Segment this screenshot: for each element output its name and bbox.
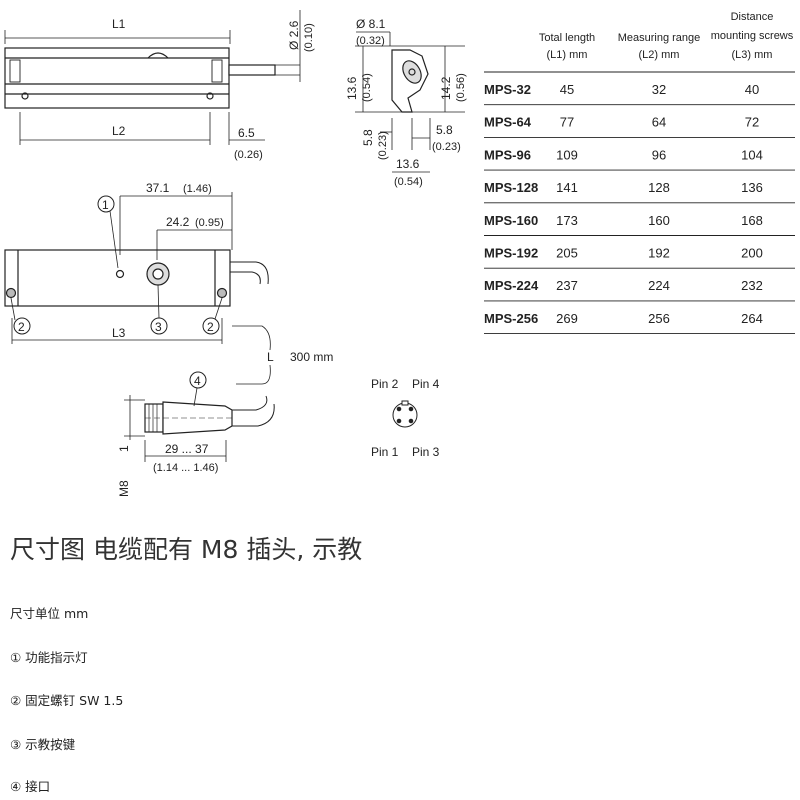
table-cell-l3: 40 — [745, 82, 759, 97]
legend-unit: 尺寸单位 mm — [10, 606, 89, 621]
m8-connector-view — [124, 395, 275, 462]
table-cell-model: MPS-192 — [484, 246, 538, 261]
dim-58a: 5.8 — [361, 129, 375, 146]
legend-item-fixing-screw: ② 固定螺钉 SW 1.5 — [10, 693, 124, 708]
table-cell-l3: 264 — [741, 311, 763, 326]
table-cell-l3: 168 — [741, 213, 763, 228]
dim-242: 24.2 — [166, 215, 190, 229]
table-header-l2-line1: Measuring range — [618, 32, 701, 44]
table-header-l3-line2: mounting screws — [711, 30, 794, 42]
dim-65-in: (0.26) — [234, 149, 263, 161]
dim-65: 6.5 — [238, 126, 255, 140]
dim-connector-length-in: (1.14 ... 1.46) — [153, 462, 218, 474]
dim-58b: 5.8 — [436, 123, 453, 137]
table-cell-l1: 141 — [556, 180, 578, 195]
table-cell-l1: 45 — [560, 82, 574, 97]
dim-242-in: (0.95) — [195, 217, 224, 229]
table-cell-l2: 160 — [648, 213, 670, 228]
dim-cable-len: 300 mm — [290, 350, 333, 364]
table-cell-l3: 136 — [741, 180, 763, 195]
table-cell-l2: 32 — [652, 82, 666, 97]
table-cell-l3: 232 — [741, 278, 763, 293]
table-cell-l1: 205 — [556, 246, 578, 261]
table-cell-l2: 128 — [648, 180, 670, 195]
table-cell-model: MPS-256 — [484, 311, 538, 326]
table-cell-l3: 104 — [741, 147, 763, 162]
svg-text:2: 2 — [18, 320, 25, 334]
table-cell-model: MPS-160 — [484, 213, 538, 228]
callout-3: 3 — [150, 284, 168, 335]
table-cell-l3: 72 — [745, 115, 759, 130]
dim-l1: L1 — [112, 17, 126, 31]
table-cell-l1: 237 — [556, 278, 578, 293]
table-header-l3-line1: Distance — [731, 11, 774, 23]
dim-h136-in: (0.54) — [361, 73, 373, 102]
table-cell-l1: 269 — [556, 311, 578, 326]
table-cell-l2: 96 — [652, 147, 666, 162]
pin-3-label: Pin 3 — [412, 445, 440, 459]
dim-371-in: (1.46) — [183, 183, 212, 195]
legend-item-teach-button: ③ 示教按键 — [10, 737, 76, 752]
svg-text:2: 2 — [207, 320, 214, 334]
dim-371: 37.1 — [146, 181, 170, 195]
dim-connector-length: 29 ... 37 — [165, 442, 209, 456]
table-cell-model: MPS-32 — [484, 82, 531, 97]
svg-text:3: 3 — [155, 320, 162, 334]
dim-w136: 13.6 — [396, 157, 420, 171]
table-cell-l1: 77 — [560, 115, 574, 130]
svg-text:4: 4 — [194, 374, 201, 388]
dim-h142-in: (0.56) — [455, 73, 467, 102]
table-cell-l3: 200 — [741, 246, 763, 261]
table-header-l3-line3: (L3) mm — [732, 49, 773, 61]
table-header-l1-line2: (L1) mm — [547, 49, 588, 61]
pin-1-label: Pin 1 — [371, 445, 399, 459]
table-cell-l2: 64 — [652, 115, 666, 130]
legend-item-connection: ④ 接口 — [10, 779, 51, 794]
callout-2-left: 2 — [10, 297, 31, 335]
table-header-l2-line2: (L2) mm — [639, 49, 680, 61]
table-cell-l1: 109 — [556, 147, 578, 162]
table-cell-model: MPS-96 — [484, 147, 531, 162]
dim-cable-l: L — [267, 350, 274, 364]
figure-caption: 尺寸图 电缆配有 M8 插头, 示教 — [10, 535, 363, 564]
table-cell-model: MPS-64 — [484, 115, 532, 130]
dimension-drawing: L1 Ø 2.6 (0.10) L2 6.5 (0.26) Ø 8.1 (0.3… — [4, 10, 795, 497]
dim-dia81: Ø 8.1 — [356, 17, 386, 31]
table-cell-l2: 192 — [648, 246, 670, 261]
sensor-top-view — [4, 10, 301, 145]
dim-58b-in: (0.23) — [432, 141, 461, 153]
table-cell-l2: 224 — [648, 278, 670, 293]
callout-2-right: 2 — [202, 297, 223, 335]
table-cell-model: MPS-128 — [484, 180, 538, 195]
dim-w136-in: (0.54) — [394, 176, 423, 188]
sensor-cross-section — [355, 31, 465, 173]
svg-text:1: 1 — [102, 198, 109, 212]
table-header-l1-line1: Total length — [539, 32, 595, 44]
pin-2-label: Pin 2 — [371, 377, 399, 391]
dim-m8-x: 1 — [117, 445, 131, 452]
callout-1: 1 — [97, 195, 119, 269]
dim-l2: L2 — [112, 124, 126, 138]
table-cell-l1: 173 — [556, 213, 578, 228]
pin-layout — [392, 400, 418, 428]
dim-dia26: Ø 2.6 — [287, 20, 301, 50]
dim-dia26-in: (0.10) — [303, 23, 315, 52]
dim-58a-in: (0.23) — [377, 131, 389, 160]
dim-dia81-in: (0.32) — [356, 35, 385, 47]
dim-l3: L3 — [112, 326, 126, 340]
dimension-table: Total length (L1) mm Measuring range (L2… — [484, 11, 795, 335]
legend-item-indicator-led: ① 功能指示灯 — [10, 650, 88, 665]
pin-4-label: Pin 4 — [412, 377, 440, 391]
sensor-side-view — [4, 192, 271, 385]
callout-4: 4 — [189, 371, 207, 407]
dim-m8: M8 — [117, 480, 131, 497]
dim-h142: 14.2 — [439, 76, 453, 100]
dim-h136: 13.6 — [345, 76, 359, 100]
table-cell-model: MPS-224 — [484, 278, 539, 293]
table-cell-l2: 256 — [648, 311, 670, 326]
